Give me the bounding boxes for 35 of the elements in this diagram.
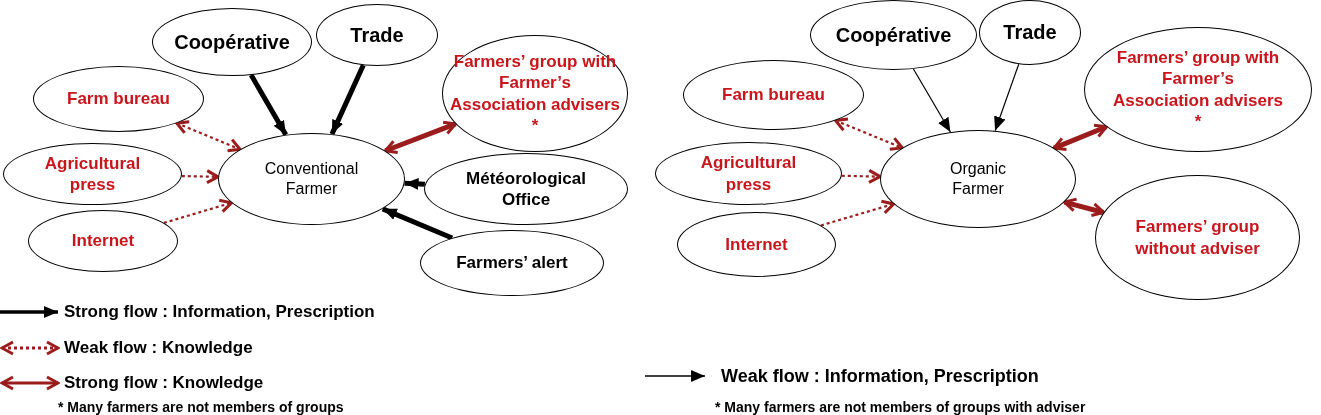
footnote: * Many farmers are not members of groups <box>58 398 344 415</box>
arrow <box>404 178 425 190</box>
node-label: Conventional Farmer <box>263 159 360 199</box>
arrow <box>181 169 220 185</box>
arrow <box>820 199 896 227</box>
arrow <box>994 63 1020 132</box>
node-label: Agricultural press <box>43 152 142 196</box>
node-label: Farmers’ alert <box>455 252 569 274</box>
arrow <box>383 120 458 154</box>
node-label: Trade <box>349 22 405 48</box>
arrow <box>175 120 242 153</box>
node-label: Agricultural press <box>699 152 798 195</box>
node-label: Coopérative <box>173 29 291 55</box>
footnote: * Many farmers are not members of groups with adviser <box>715 398 1086 415</box>
arrow <box>841 168 882 184</box>
legend-text: Strong flow : Information, Prescription <box>64 301 375 324</box>
node-label: Farmers’ group without adviser <box>1134 216 1261 259</box>
arrow <box>1063 197 1106 217</box>
arrow <box>381 206 454 241</box>
node-label: Farmers’ group with Farmer’s Association advisers * <box>448 51 622 136</box>
arrow <box>1052 123 1108 151</box>
node-label: Internet <box>70 230 136 252</box>
node-label: Organic Farmer <box>949 159 1007 199</box>
legend-text: Strong flow : Knowledge <box>64 372 264 395</box>
node-label: Trade <box>1002 20 1058 45</box>
node-label: Coopérative <box>834 22 953 48</box>
node-label: Météorological Office <box>465 167 587 211</box>
node-label: Internet <box>724 233 789 256</box>
arrow <box>163 198 233 224</box>
legend-text: Weak flow : Information, Prescription <box>721 364 1039 388</box>
node-label: Farmers’ group with Farmer’s Association advisers * <box>1111 47 1285 132</box>
node-label: Farm bureau <box>721 84 826 106</box>
arrow <box>834 117 904 151</box>
legend-text: Weak flow : Knowledge <box>64 337 253 360</box>
node-label: Farm bureau <box>66 88 171 110</box>
